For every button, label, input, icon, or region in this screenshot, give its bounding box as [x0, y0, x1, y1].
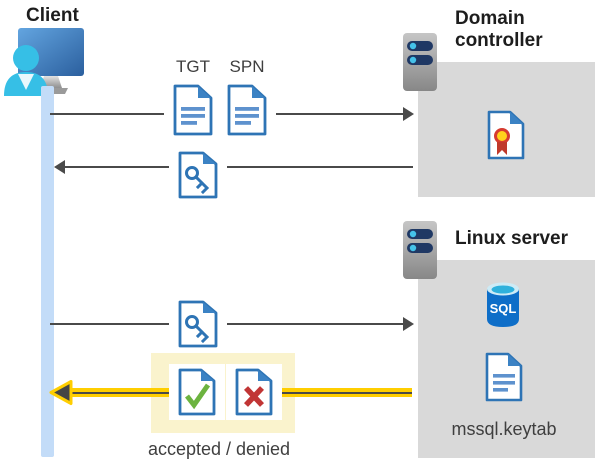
certificate-document-icon: [487, 110, 525, 160]
accepted-document-icon: [178, 368, 216, 416]
arrowhead-left-icon: [54, 160, 65, 174]
tgt-label: TGT: [176, 57, 210, 76]
sql-database-icon: SQL: [487, 282, 519, 327]
arrow-linux-to-client-shaft: [66, 388, 175, 397]
person-icon: [4, 45, 48, 96]
arrowhead-left-highlighted-icon: [49, 380, 73, 405]
arrow-dc-to-client: [64, 166, 413, 168]
accepted-pad: [169, 364, 225, 420]
domain-controller-label: Domain controller: [455, 8, 543, 51]
client-label: Client: [26, 5, 79, 26]
ticket-key-pad-1: [169, 147, 227, 203]
linux-server-label: Linux server: [455, 228, 568, 249]
denied-document-icon: [235, 368, 273, 416]
sql-text: SQL: [490, 301, 517, 316]
client-timeline-bar: [41, 86, 54, 457]
linux-server-icon: [403, 221, 437, 279]
spn-ticket-pad: [218, 80, 276, 140]
arrowhead-right-icon: [403, 107, 414, 121]
domain-controller-server-icon: [403, 33, 437, 91]
tgt-document-icon: [173, 84, 213, 136]
keytab-document-icon: [485, 352, 523, 402]
denied-pad: [226, 364, 282, 420]
keytab-filename-label: mssql.keytab: [451, 419, 557, 439]
spn-label: SPN: [229, 57, 265, 76]
spn-document-icon: [227, 84, 267, 136]
ticket-key-pad-2: [169, 296, 227, 352]
arrow-client-to-linux: [50, 323, 404, 325]
result-label: accepted / denied: [147, 439, 291, 459]
key-ticket-icon: [178, 151, 218, 199]
arrowhead-right-icon: [403, 317, 414, 331]
key-ticket-icon: [178, 300, 218, 348]
arrow-linux-to-client-shaft: [277, 388, 412, 397]
tgt-ticket-pad: [164, 80, 222, 140]
